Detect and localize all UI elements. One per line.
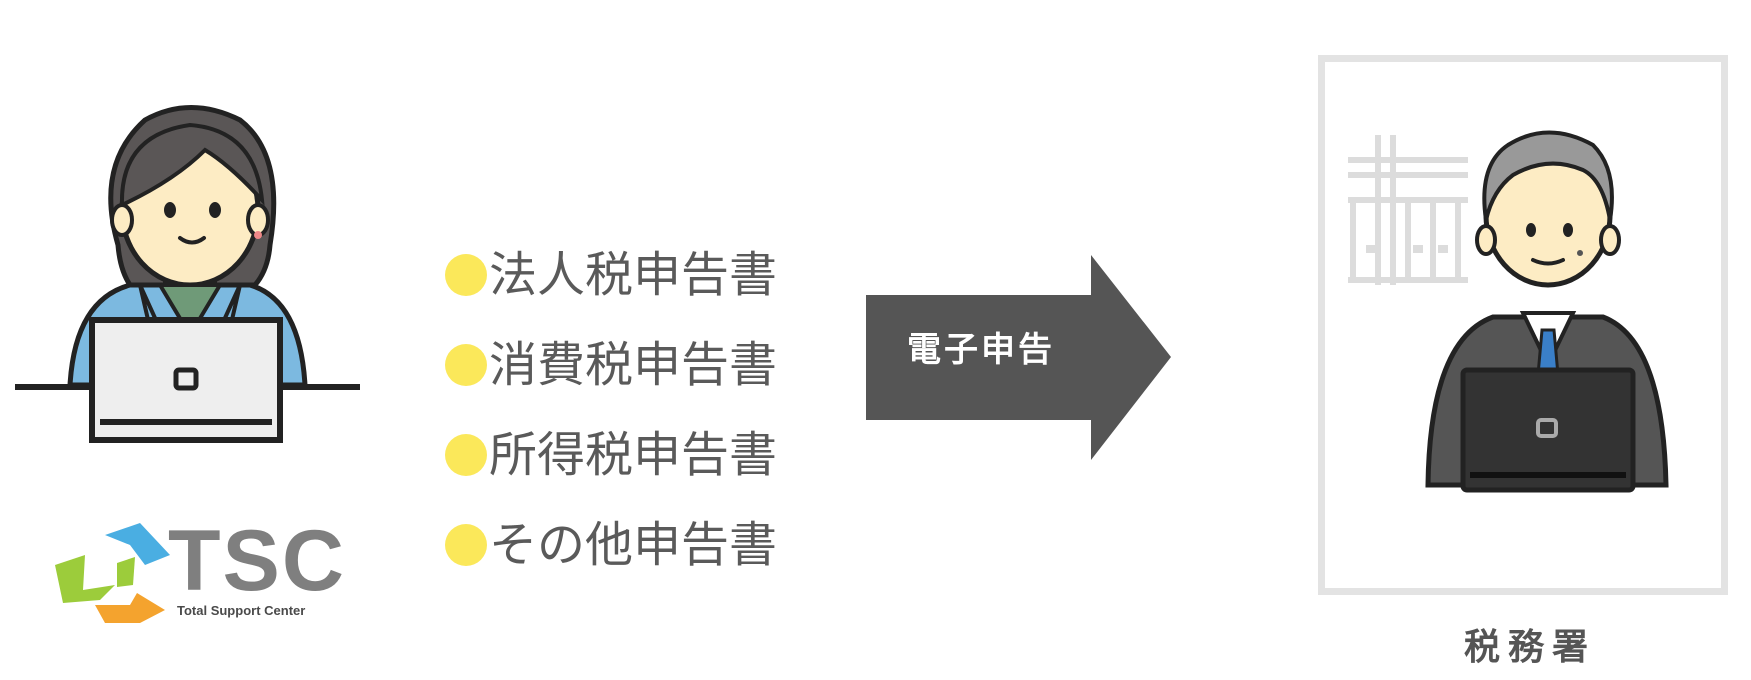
- yellow-bullet-icon: [445, 524, 487, 566]
- list-item-income-tax: 所得税申告書: [445, 410, 845, 500]
- yellow-bullet-icon: [445, 254, 487, 296]
- list-item-other-returns: その他申告書: [445, 500, 845, 590]
- tsc-logo-mark: [55, 523, 170, 623]
- list-item-consumption-tax: 消費税申告書: [445, 320, 845, 410]
- list-item-label: 所得税申告書: [489, 427, 778, 483]
- list-item-label: 法人税申告書: [489, 247, 778, 303]
- yellow-bullet-icon: [445, 434, 487, 476]
- woman-at-laptop-illustration: [15, 105, 360, 443]
- list-item-label: 消費税申告書: [489, 337, 778, 393]
- tax-return-list: 法人税申告書 消費税申告書 所得税申告書 その他申告書: [445, 230, 845, 590]
- tax-office-frame: [1318, 55, 1728, 595]
- e-filing-label: 電子申告: [907, 330, 1055, 370]
- tax-office-label: 税務署: [1463, 627, 1596, 668]
- yellow-bullet-icon: [445, 344, 487, 386]
- tsc-logo-subtitle: Total Support Center: [177, 603, 306, 618]
- tsc-logo-letters: TSC: [168, 513, 346, 609]
- list-item-corporate-tax: 法人税申告書: [445, 230, 845, 320]
- e-filing-arrow-icon: [866, 255, 1171, 460]
- tax-officer-illustration: [1348, 130, 1669, 493]
- building-icon: [1348, 135, 1468, 285]
- list-item-label: その他申告書: [489, 517, 778, 573]
